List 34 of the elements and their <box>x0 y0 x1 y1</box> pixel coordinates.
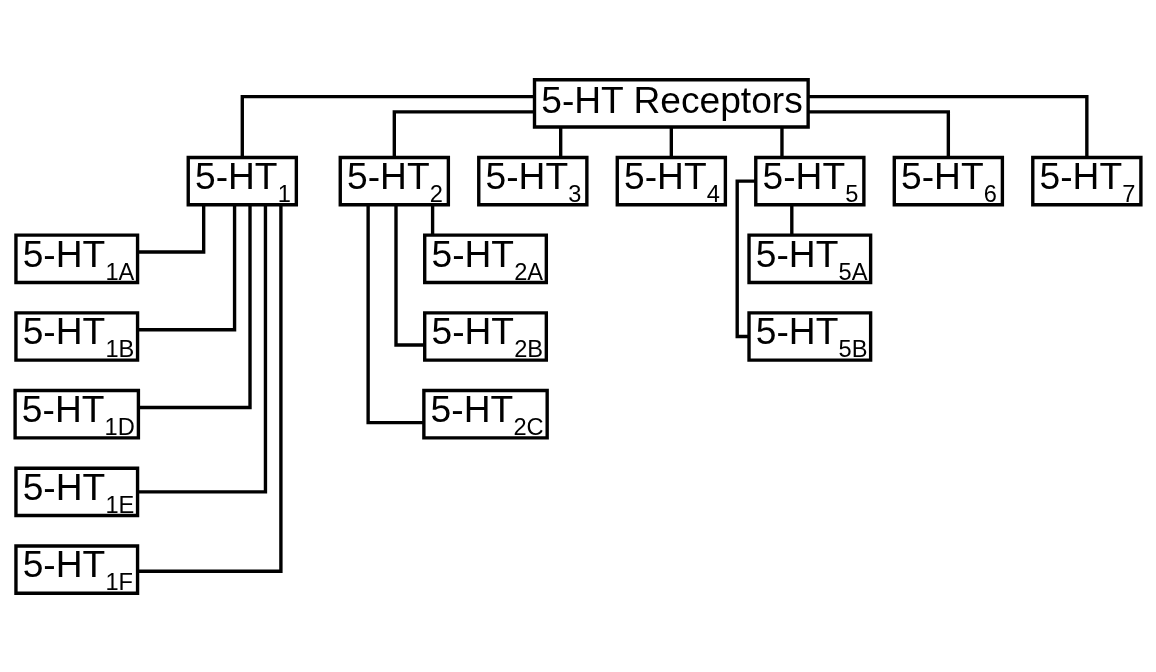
node-box: 5-HT$_{6}$ <box>892 155 1005 206</box>
connector <box>240 94 535 157</box>
node-box: 5-HT$_{3}$ <box>477 155 589 206</box>
connector <box>669 126 673 157</box>
node-box: 5-HT$_{1A}$ <box>14 232 140 284</box>
node-box: 5-HT$_{4}$ <box>615 155 728 206</box>
node-box: 5-HT$_{2}$ <box>338 155 451 206</box>
connector <box>430 204 435 235</box>
node-box: 5-HT$_{2A}$ <box>423 232 549 284</box>
connector <box>790 204 794 235</box>
connector <box>559 126 563 157</box>
connector <box>138 204 283 573</box>
node-box: 5-HT$_{2C}$ <box>422 388 549 440</box>
connector <box>780 126 784 157</box>
connector <box>394 204 425 347</box>
node-box: 5-HT$_{1E}$ <box>14 466 140 517</box>
node-box: 5-HT$_{5B}$ <box>747 310 873 362</box>
node-box: 5-HT$_{1B}$ <box>14 310 140 362</box>
connector <box>366 204 424 424</box>
connector <box>138 204 252 409</box>
node-box: 5-HT$_{5A}$ <box>747 232 873 284</box>
connector <box>392 109 535 157</box>
node-box: 5-HT$_{1}$ <box>186 155 299 206</box>
connector <box>137 204 237 331</box>
connector <box>138 204 268 494</box>
connector <box>138 204 206 254</box>
node-box: 5-HT$_{7}$ <box>1031 155 1143 206</box>
connector <box>808 109 951 157</box>
node-box: 5-HT$_{1F}$ <box>14 543 140 595</box>
connector <box>808 94 1089 157</box>
node-box: 5-HT Receptors <box>532 77 810 129</box>
node-box: 5-HT$_{5}$ <box>754 155 866 206</box>
node-box: 5-HT$_{1D}$ <box>13 388 141 440</box>
node-box: 5-HT$_{2B}$ <box>423 310 549 362</box>
